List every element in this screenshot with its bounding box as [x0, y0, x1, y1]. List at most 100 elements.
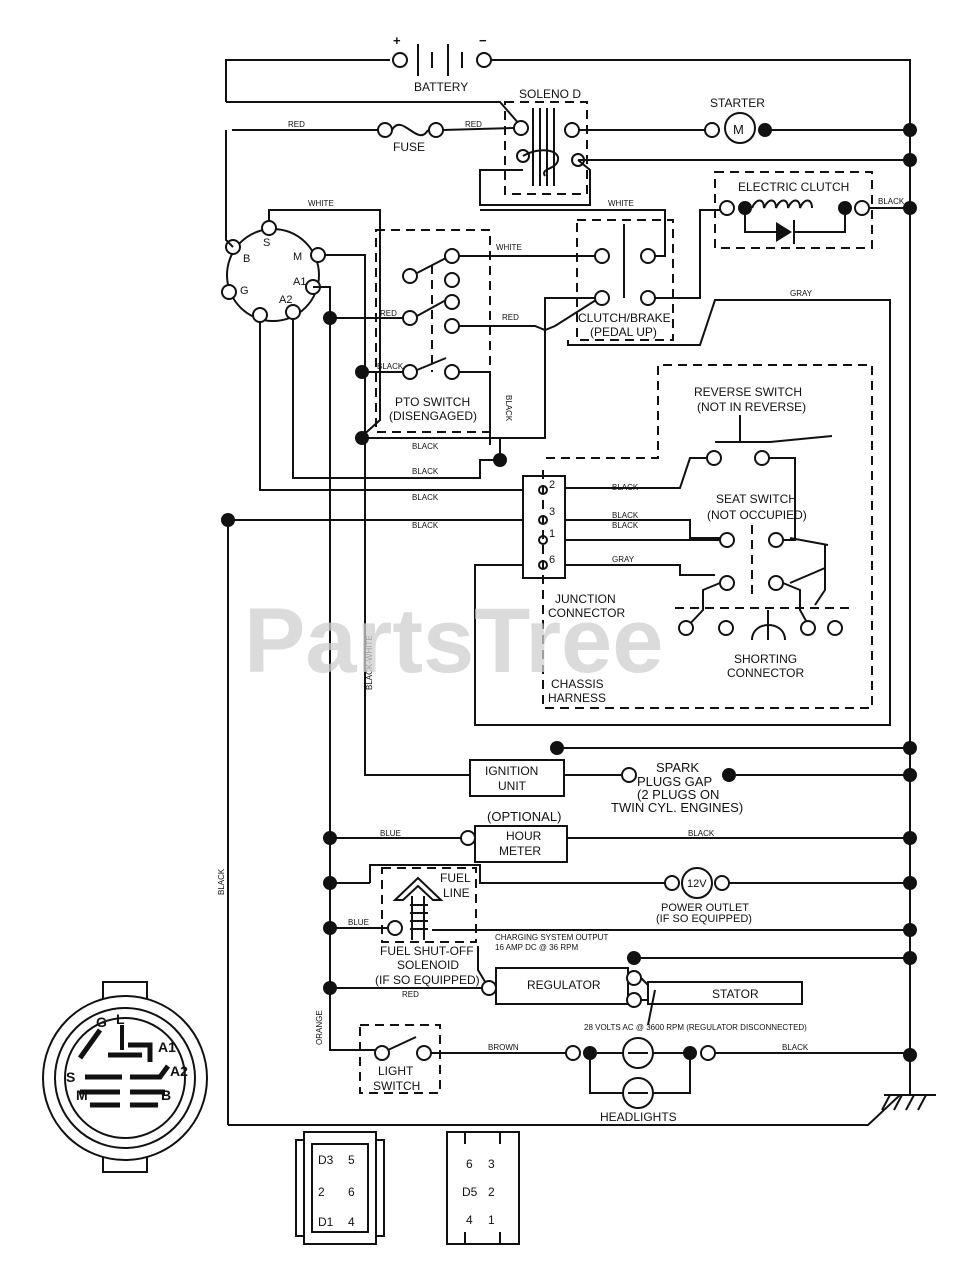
power-outlet: 12V POWER OUTLET (IF SO EQUIPPED)	[656, 867, 910, 925]
reverse-label-1: REVERSE SWITCH	[694, 385, 802, 399]
cl-d3: D3	[318, 1153, 334, 1167]
battery-label: BATTERY	[414, 80, 468, 94]
pto-label-2: (DISENGAGED)	[389, 409, 477, 423]
pin-6: 6	[549, 554, 555, 566]
key-b: B	[161, 1087, 171, 1103]
hour-optional: (OPTIONAL)	[487, 809, 561, 824]
hour-label-1: HOUR	[506, 829, 542, 843]
svg-text:WHITE: WHITE	[608, 199, 634, 208]
ign-g: G	[240, 285, 249, 297]
stator-label: STATOR	[712, 987, 759, 1001]
svg-text:BLACK: BLACK	[782, 1043, 809, 1052]
ign-m: M	[293, 251, 302, 263]
solenoid-label: SOLENO D	[519, 87, 581, 101]
battery-plus: +	[393, 33, 401, 48]
key-m: M	[76, 1087, 88, 1103]
fuel-line-2: LINE	[443, 886, 470, 900]
key-g: G	[96, 1014, 107, 1030]
regulator-label: REGULATOR	[527, 978, 601, 992]
cr-4: 4	[466, 1213, 473, 1227]
svg-text:BLACK: BLACK	[612, 521, 639, 530]
svg-text:BLUE: BLUE	[380, 829, 401, 838]
pto-switch: WHITE RED RED BLACK BLACK PTO SWITCH (DI…	[330, 229, 597, 445]
svg-text:BLACK: BLACK	[412, 493, 439, 502]
ign-a2: A2	[279, 294, 292, 306]
solenoid: SOLENO D	[479, 87, 910, 206]
chassis-label-2: HARNESS	[548, 691, 606, 705]
cr-3: 3	[488, 1157, 495, 1171]
ignition-switch: S B G M A1 A2 WHITE	[221, 130, 500, 1051]
seat-label-2: (NOT OCCUPIED)	[707, 508, 807, 522]
svg-text:BLACK: BLACK	[612, 483, 639, 492]
reverse-switch: REVERSE SWITCH (NOT IN REVERSE)	[694, 385, 833, 541]
electric-clutch: ELECTRIC CLUTCH BLACK	[714, 171, 910, 249]
svg-text:ORANGE: ORANGE	[315, 1010, 324, 1045]
watermark: PartsTree	[244, 590, 663, 692]
headlights-label: HEADLIGHTS	[600, 1110, 677, 1124]
hour-label-2: METER	[499, 844, 541, 858]
cr-1: 1	[488, 1213, 495, 1227]
chassis-label-1: CHASSIS	[551, 677, 604, 691]
regulator: CHARGING SYSTEM OUTPUT 16 AMP DC @ 36 RP…	[330, 933, 910, 1032]
light-label-1: LIGHT	[378, 1064, 414, 1078]
svg-text:WHITE: WHITE	[496, 243, 522, 252]
reverse-label-2: (NOT IN REVERSE)	[697, 400, 806, 414]
starter: M STARTER	[704, 96, 910, 144]
svg-text:BLACK: BLACK	[412, 521, 439, 530]
starter-m: M	[733, 122, 744, 137]
fuel-sol-label-1: FUEL SHUT-OFF	[380, 944, 474, 958]
svg-text:BLACK: BLACK	[412, 442, 439, 451]
svg-text:BLACK: BLACK	[878, 197, 905, 206]
svg-text:BLACK: BLACK	[612, 511, 639, 520]
svg-text:GRAY: GRAY	[790, 289, 813, 298]
cl-2: 2	[318, 1185, 325, 1199]
headlights: BLACK HEADLIGHTS	[565, 1037, 910, 1124]
svg-text:BLUE: BLUE	[348, 918, 369, 927]
fuel-line-1: FUEL	[440, 871, 471, 885]
key-a1: A1	[158, 1039, 176, 1055]
svg-text:RED: RED	[465, 120, 482, 129]
charging-label-2: 16 AMP DC @ 36 RPM	[495, 943, 578, 952]
seat-label-1: SEAT SWITCH	[716, 492, 797, 506]
starter-label: STARTER	[710, 96, 765, 110]
svg-text:RED: RED	[288, 120, 305, 129]
ign-s: S	[263, 237, 270, 249]
shorting-label-1: SHORTING	[734, 652, 797, 666]
outer-frame	[225, 59, 911, 1126]
cl-6: 6	[348, 1185, 355, 1199]
cr-2: 2	[488, 1185, 495, 1199]
cr-6: 6	[466, 1157, 473, 1171]
clutch-label-1: CLUTCH/BRAKE	[578, 311, 671, 325]
ignition-unit-label-1: IGNITION	[485, 764, 538, 778]
svg-text:BLACK-WHITE: BLACK-WHITE	[365, 635, 374, 690]
cl-4: 4	[348, 1215, 355, 1229]
outlet-label-2: (IF SO EQUIPPED)	[656, 913, 752, 925]
clutch-brake-switch: WHITE CLUTCH/BRAKE (PEDAL UP) GRAY	[474, 199, 891, 726]
ignition-unit-label-2: UNIT	[498, 779, 527, 793]
charging-label-1: CHARGING SYSTEM OUTPUT	[495, 933, 608, 942]
clutch-label-2: (PEDAL UP)	[590, 325, 657, 339]
ign-a1: A1	[293, 276, 306, 288]
svg-text:BLACK: BLACK	[377, 362, 404, 371]
key-a2: A2	[170, 1063, 188, 1079]
battery-minus: −	[479, 33, 487, 48]
svg-text:RED: RED	[402, 990, 419, 999]
key-s: S	[66, 1069, 75, 1085]
connector-right: 6 3 D5 2 4 1	[446, 1131, 520, 1245]
svg-text:BROWN: BROWN	[488, 1043, 519, 1052]
pin-2: 2	[549, 479, 555, 491]
svg-text:BLACK: BLACK	[504, 395, 513, 422]
outlet-voltage: 12V	[687, 878, 707, 890]
connector-left: D3 5 2 6 D1 4	[295, 1131, 385, 1245]
svg-text:WHITE: WHITE	[308, 199, 334, 208]
outlet-label-1: POWER OUTLET	[661, 902, 749, 914]
seat-switch: SEAT SWITCH (NOT OCCUPIED)	[685, 492, 829, 629]
spark-label-4: TWIN CYL. ENGINES)	[611, 800, 743, 815]
junction-label-2: CONNECTOR	[548, 606, 625, 620]
key-l: L	[116, 1011, 125, 1027]
ground-symbol	[881, 1055, 936, 1111]
cr-d5: D5	[462, 1185, 478, 1199]
svg-text:GRAY: GRAY	[612, 555, 635, 564]
chassis-harness: CHASSIS HARNESS	[542, 364, 873, 709]
